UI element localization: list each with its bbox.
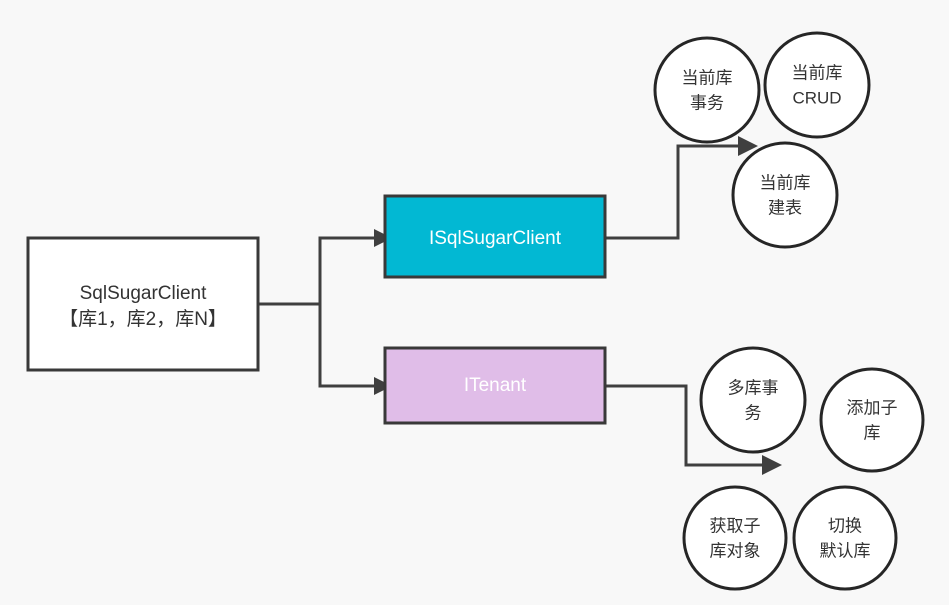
node-current-db-transaction[interactable]: 当前库 事务 — [653, 36, 761, 144]
node-itenant-label: ITenant — [464, 375, 527, 396]
edge-root-to-itenant — [318, 304, 392, 395]
node-isqlsugarclient-label: ISqlSugarClient — [429, 228, 562, 249]
node-switch-default-db-shape — [792, 485, 898, 591]
node-current-db-transaction-label-line2: 事务 — [690, 93, 724, 112]
edge-line — [258, 236, 374, 306]
arrow-head-icon — [738, 136, 758, 156]
node-switch-default-db-label-line1: 切换 — [828, 516, 862, 535]
node-itenant-shape — [383, 346, 607, 425]
node-current-db-transaction-label-line1: 当前库 — [682, 68, 733, 87]
node-switch-default-db[interactable]: 切换 默认库 — [792, 485, 898, 591]
arrow-head-icon — [374, 377, 392, 395]
node-current-db-crud-label-line1: 当前库 — [792, 63, 843, 82]
node-sqlsugarclient-label-line1: SqlSugarClient — [80, 283, 207, 304]
node-multi-db-transaction[interactable]: 多库事 务 — [699, 346, 807, 454]
node-sqlsugarclient-shape — [26, 236, 260, 372]
edge-line — [605, 384, 762, 467]
node-current-db-create-table-shape — [731, 141, 839, 249]
node-multi-db-transaction-shape — [699, 346, 807, 454]
node-switch-default-db-label-line2: 默认库 — [820, 541, 871, 560]
edge-line — [605, 144, 738, 240]
node-get-sub-db-object-label-line1: 获取子 — [710, 516, 761, 535]
edge-isqlsugarclient-to-current-db-create-table — [605, 136, 758, 240]
node-get-sub-db-object-label-line2: 库对象 — [710, 541, 761, 560]
edge-root-to-isqlsugarclient — [258, 229, 392, 306]
node-current-db-crud-label-line2: CRUD — [792, 88, 841, 107]
node-add-sub-db[interactable]: 添加子 库 — [819, 367, 925, 473]
node-current-db-transaction-shape — [653, 36, 761, 144]
node-current-db-crud[interactable]: 当前库 CRUD — [763, 31, 871, 139]
node-get-sub-db-object-shape — [682, 485, 788, 591]
node-get-sub-db-object[interactable]: 获取子 库对象 — [682, 485, 788, 591]
node-isqlsugarclient[interactable]: ISqlSugarClient — [383, 194, 607, 279]
node-current-db-crud-shape — [763, 31, 871, 139]
node-sqlsugarclient-label-line2: 【库1，库2，库N】 — [59, 308, 227, 330]
edge-itenant-to-get-sub-db-object — [605, 384, 782, 475]
node-add-sub-db-shape — [819, 367, 925, 473]
node-current-db-create-table-label-line1: 当前库 — [760, 173, 811, 192]
node-current-db-create-table[interactable]: 当前库 建表 — [731, 141, 839, 249]
node-itenant[interactable]: ITenant — [383, 346, 607, 425]
node-multi-db-transaction-label-line2: 务 — [745, 403, 762, 422]
node-multi-db-transaction-label-line1: 多库事 — [728, 378, 779, 397]
node-isqlsugarclient-shape — [383, 194, 607, 279]
arrow-head-icon — [374, 229, 392, 247]
node-current-db-create-table-label-line2: 建表 — [768, 198, 802, 217]
node-add-sub-db-label-line2: 库 — [864, 423, 881, 442]
node-sqlsugarclient[interactable]: SqlSugarClient 【库1，库2，库N】 — [26, 236, 260, 372]
node-add-sub-db-label-line1: 添加子 — [847, 398, 898, 417]
arrow-head-icon — [762, 455, 782, 475]
edge-line — [318, 304, 374, 388]
